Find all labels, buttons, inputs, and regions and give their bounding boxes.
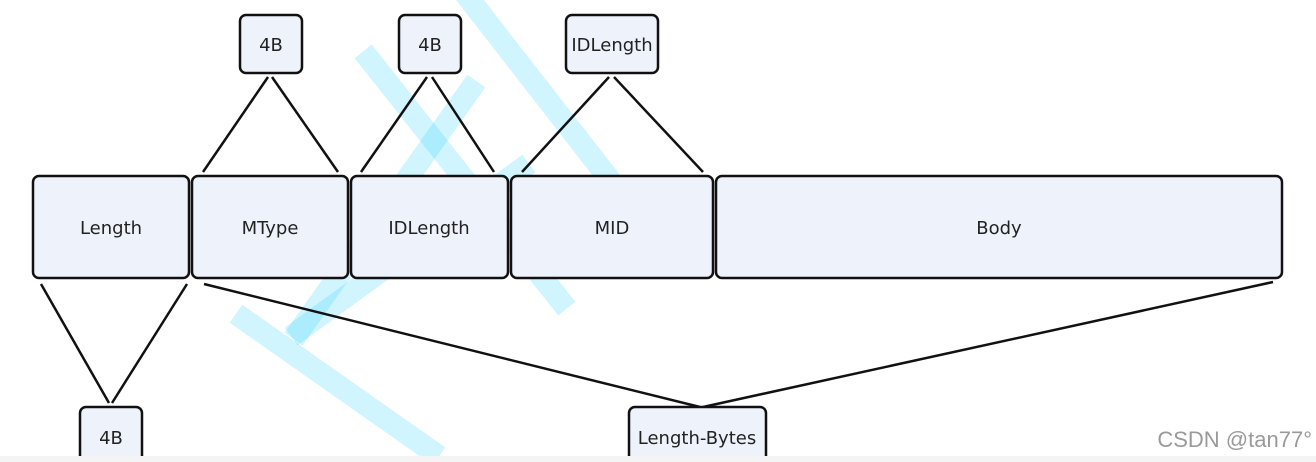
field-body: Body [714, 174, 1284, 280]
field-label-mid: MID [595, 218, 630, 239]
connector-idlength-right [430, 76, 496, 173]
field-mtype: MType [190, 174, 350, 280]
connector-mid-right [613, 76, 704, 173]
field-label-mtype: MType [242, 218, 299, 239]
connector-idlength-left [359, 76, 429, 173]
footer-band [0, 456, 1316, 462]
size-box-length: 4B [78, 405, 144, 462]
size-label-mtype: 4B [259, 35, 283, 56]
size-box-mtype: 4B [238, 13, 304, 75]
field-idlength: IDLength [349, 174, 510, 280]
size-box-mid: IDLength [564, 13, 660, 75]
connector-body-span-left [203, 282, 701, 409]
size-label-body-span: Length-Bytes [638, 428, 756, 449]
size-label-mid: IDLength [571, 35, 652, 56]
size-box-body-span: Length-Bytes [627, 405, 768, 462]
connector-length-left [39, 283, 111, 404]
field-mid: MID [509, 174, 715, 280]
size-label-idlength: 4B [418, 35, 442, 56]
size-box-idlength: 4B [397, 13, 463, 75]
connector-length-right [110, 283, 189, 404]
field-label-length: Length [80, 218, 142, 239]
credit-text: CSDN @tan77° [1157, 427, 1312, 452]
field-length: Length [31, 174, 191, 280]
connector-mid-left [521, 76, 610, 173]
connector-mtype-left [201, 76, 270, 173]
connector-body-span-right [702, 280, 1274, 409]
connector-mtype-right [270, 76, 340, 173]
field-label-body: Body [976, 218, 1022, 239]
size-label-length: 4B [99, 428, 123, 449]
field-label-idlength: IDLength [388, 218, 469, 239]
connectors [39, 76, 1274, 409]
